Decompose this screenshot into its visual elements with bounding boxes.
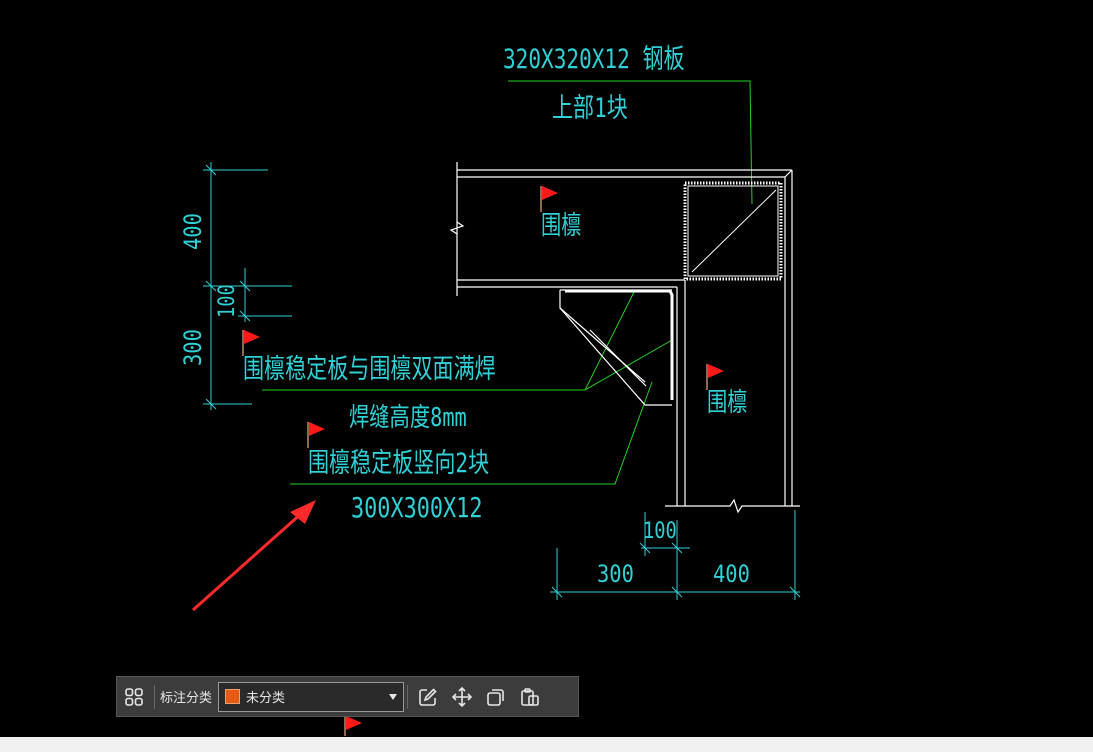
flag-marker[interactable] xyxy=(706,364,724,390)
bottom-status-strip xyxy=(0,737,1093,752)
flag-marker[interactable] xyxy=(242,330,260,356)
purlin-label: 围檩 xyxy=(707,388,748,418)
stiffener-spec-label: 300X300X12 xyxy=(351,491,483,524)
copy-icon[interactable] xyxy=(479,680,513,714)
dimension-text-100-bottom: 100 xyxy=(643,519,677,544)
flag-marker[interactable] xyxy=(344,716,362,736)
category-select[interactable]: 未分类 xyxy=(218,681,405,712)
plate-top-qty-label: 上部1块 xyxy=(552,93,628,124)
leader-plate-top xyxy=(508,80,753,205)
leader-weld-note-branch xyxy=(584,339,673,391)
purlin-label: 围檩 xyxy=(541,211,582,241)
paste-icon[interactable] xyxy=(513,680,547,714)
leader-lines xyxy=(262,80,753,485)
dimension-bottom xyxy=(550,510,801,600)
red-arrow xyxy=(192,500,316,612)
stiffener-note-label: 围檩稳定板竖向2块 xyxy=(308,448,490,479)
dimension-text-300-left: 300 xyxy=(179,329,207,366)
weld-note-label: 围檩稳定板与围檩双面满焊 xyxy=(243,354,496,385)
purlin-geometry xyxy=(449,162,800,514)
dimension-text-400-bottom: 400 xyxy=(713,560,750,588)
weld-height-label: 焊缝高度8mm xyxy=(349,403,467,433)
category-selected-value: 未分类 xyxy=(246,690,286,705)
leader-stiffener-note xyxy=(290,381,653,485)
plate-top-spec-label: 320X320X12 钢板 xyxy=(503,44,685,75)
toolbar-divider xyxy=(407,684,409,709)
flag-marker[interactable] xyxy=(540,186,558,212)
category-color-swatch xyxy=(225,689,241,704)
flag-marker[interactable] xyxy=(307,422,325,448)
edit-icon[interactable] xyxy=(411,680,445,714)
toolbar-divider xyxy=(154,684,155,709)
dimension-text-300-bottom: 300 xyxy=(597,560,634,588)
grid-apps-icon[interactable] xyxy=(117,680,151,714)
dimension-text-100-left: 100 xyxy=(215,284,240,318)
annotation-toolbar: 标注分类 未分类 xyxy=(116,676,579,717)
chevron-down-icon xyxy=(389,693,398,700)
dimension-left xyxy=(203,162,292,410)
dimension-text-400-left: 400 xyxy=(179,213,207,250)
top-steel-plate xyxy=(683,181,783,281)
weld-bead xyxy=(565,289,674,400)
category-label: 标注分类 xyxy=(160,690,213,705)
move-icon[interactable] xyxy=(445,680,479,714)
